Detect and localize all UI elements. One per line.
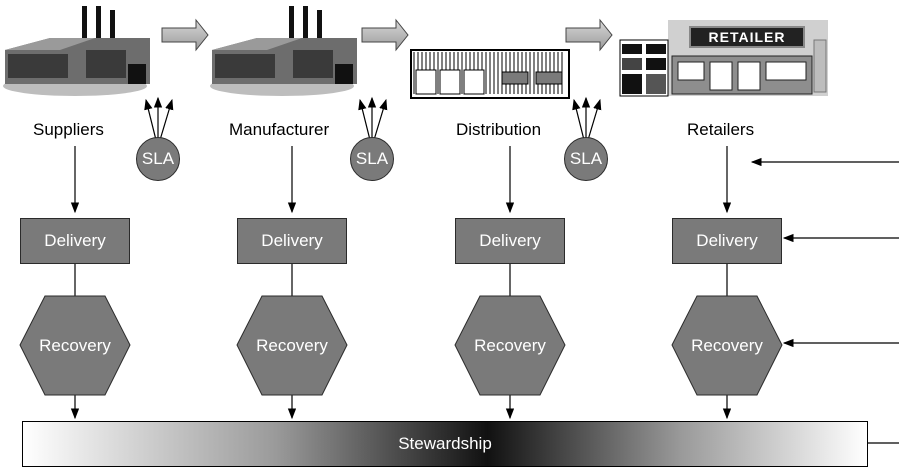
stage-label-suppliers: Suppliers [33,120,104,139]
stewardship-bar: Stewardship [22,421,868,467]
distribution-warehouse-image [410,49,570,99]
delivery-box-distribution: Delivery [455,218,565,264]
delivery-box-manufacturer: Delivery [237,218,347,264]
recovery-node-retailers: Recovery [691,336,763,355]
recovery-node-suppliers: Recovery [39,336,111,355]
manufacturer-factory-image [210,6,357,96]
recovery-hexagons [19,295,783,396]
stage-label-retailers: Retailers [687,120,755,139]
sla-circle-manufacturer: SLA [350,137,394,181]
flow-arrow-1 [161,18,209,52]
flow-arrows [161,18,613,52]
recovery-node-distribution: Recovery [474,336,546,355]
stage-label-distribution: Distribution [456,120,542,139]
flow-arrow-3 [565,18,613,52]
stewardship-label: Stewardship [398,434,492,453]
stage-label-manufacturer: Manufacturer [229,120,330,139]
column-connectors [70,146,732,420]
retailer-sign: RETAILER [689,26,805,48]
sla-circle-suppliers: SLA [136,137,180,181]
delivery-box-retailers: Delivery [672,218,782,264]
delivery-box-suppliers: Delivery [20,218,130,264]
sla-arrows [144,96,602,141]
flow-arrow-2 [361,18,409,52]
external-input-arrows [750,157,899,444]
recovery-node-manufacturer: Recovery [256,336,328,355]
supplier-factory-image [3,6,150,96]
sla-circle-distribution: SLA [564,137,608,181]
